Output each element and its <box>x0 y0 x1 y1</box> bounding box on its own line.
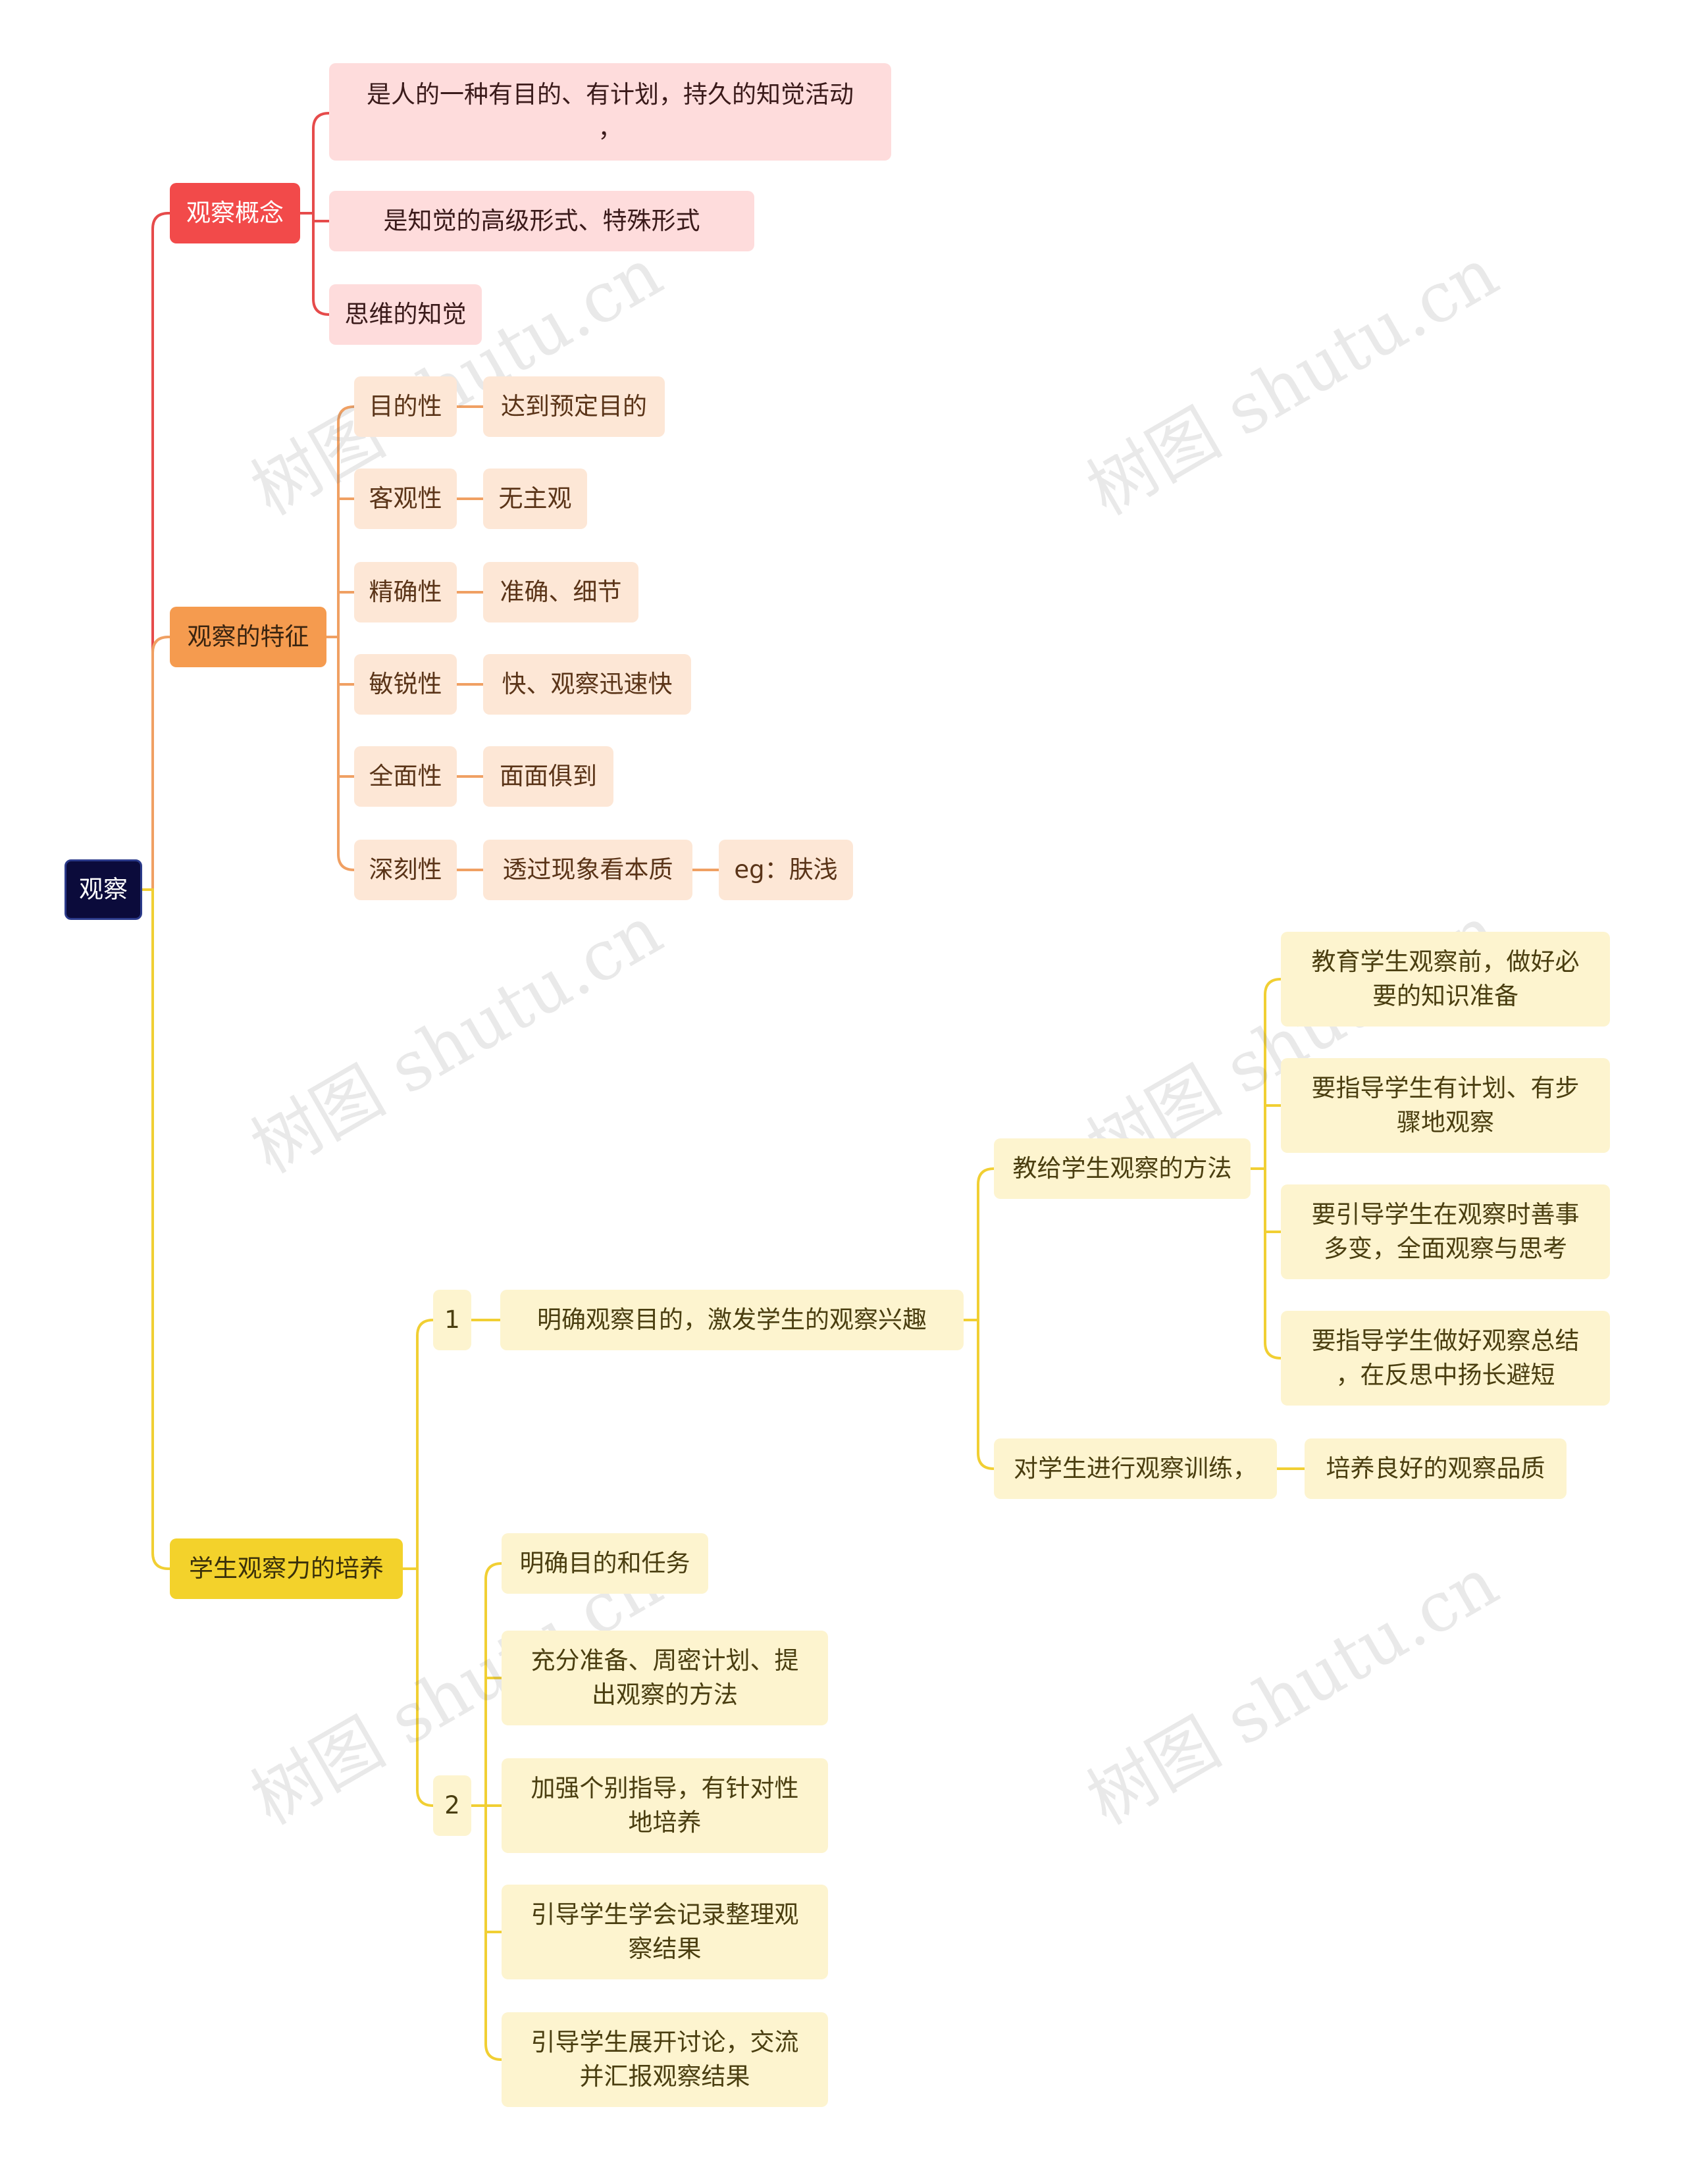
feature-name[interactable]: 客观性 <box>354 469 457 529</box>
part2-item[interactable]: 充分准备、周密计划、提出观察的方法 <box>502 1631 828 1725</box>
feature-desc[interactable]: 透过现象看本质 <box>483 840 692 900</box>
feature-desc[interactable]: 准确、细节 <box>483 562 638 622</box>
branch-cultivation[interactable]: 学生观察力的培养 <box>170 1538 403 1599</box>
connector-feature-descs <box>455 405 720 871</box>
concept-item[interactable]: 思维的知觉 <box>329 284 482 345</box>
part-number[interactable]: 1 <box>433 1290 471 1350</box>
connector-part1 <box>470 1167 995 1470</box>
feature-name[interactable]: 目的性 <box>354 376 457 437</box>
branch-features[interactable]: 观察的特征 <box>170 607 326 667</box>
method-item[interactable]: 要指导学生有计划、有步骤地观察 <box>1281 1058 1610 1153</box>
connector-concept-items <box>299 112 330 316</box>
feature-name[interactable]: 精确性 <box>354 562 457 622</box>
concept-item[interactable]: 是知觉的高级形式、特殊形式 <box>329 191 754 251</box>
feature-desc[interactable]: 面面俱到 <box>483 746 613 807</box>
part1-goal[interactable]: 明确观察目的，激发学生的观察兴趣 <box>500 1290 964 1350</box>
part2-item[interactable]: 加强个别指导，有针对性地培养 <box>502 1758 828 1853</box>
connector-root-features <box>141 636 171 891</box>
connector-method-items <box>1249 978 1282 1359</box>
part2-item[interactable]: 引导学生展开讨论，交流并汇报观察结果 <box>502 2012 828 2107</box>
connector-root-cultivation <box>141 888 171 1570</box>
part2-item[interactable]: 明确目的和任务 <box>502 1533 708 1594</box>
feature-name[interactable]: 全面性 <box>354 746 457 807</box>
concept-item[interactable]: 是人的一种有目的、有计划，持久的知觉活动， <box>329 63 891 161</box>
root-node[interactable]: 观察 <box>65 859 142 920</box>
training-node[interactable]: 对学生进行观察训练， <box>994 1438 1277 1499</box>
feature-name[interactable]: 深刻性 <box>354 840 457 900</box>
feature-desc[interactable]: 无主观 <box>483 469 587 529</box>
feature-example[interactable]: eg：肤浅 <box>719 840 853 900</box>
method-node[interactable]: 教给学生观察的方法 <box>994 1138 1251 1199</box>
connector-cultivation-parts <box>402 1319 434 1807</box>
method-item[interactable]: 要指导学生做好观察总结，在反思中扬长避短 <box>1281 1311 1610 1406</box>
feature-desc[interactable]: 达到预定目的 <box>483 376 665 437</box>
connector-features-items <box>325 405 355 871</box>
part2-item[interactable]: 引导学生学会记录整理观察结果 <box>502 1885 828 1979</box>
training-result[interactable]: 培养良好的观察品质 <box>1305 1438 1567 1499</box>
feature-name[interactable]: 敏锐性 <box>354 654 457 715</box>
method-item[interactable]: 要引导学生在观察时善事多变，全面观察与思考 <box>1281 1184 1610 1279</box>
feature-desc[interactable]: 快、观察迅速快 <box>483 654 691 715</box>
branch-concept[interactable]: 观察概念 <box>170 183 300 243</box>
connector-root-concept <box>141 212 171 891</box>
method-item[interactable]: 教育学生观察前，做好必要的知识准备 <box>1281 932 1610 1027</box>
connector-part2-items <box>470 1562 503 2061</box>
part-number[interactable]: 2 <box>433 1775 471 1836</box>
